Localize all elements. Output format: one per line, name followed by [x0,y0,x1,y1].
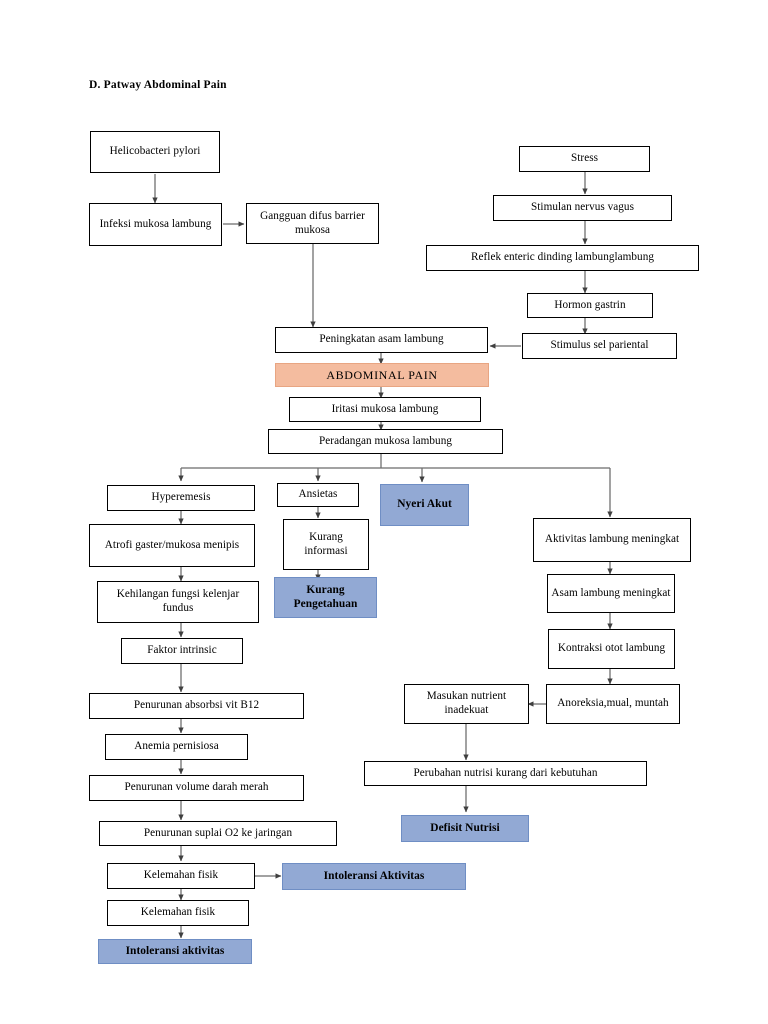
node-peradangan-mukosa-lambung[interactable]: Peradangan mukosa lambung [268,429,503,454]
node-stress[interactable]: Stress [519,146,650,172]
node-kelemahan-fisik-2[interactable]: Kelemahan fisik [107,900,249,926]
node-penurunan-volume-darah-merah[interactable]: Penurunan volume darah merah [89,775,304,801]
node-hormon-gastrin[interactable]: Hormon gastrin [527,293,653,318]
node-aktivitas-lambung-meningkat[interactable]: Aktivitas lambung meningkat [533,518,691,562]
node-kelemahan-fisik-1[interactable]: Kelemahan fisik [107,863,255,889]
diagnosis-defisit-nutrisi[interactable]: Defisit Nutrisi [401,815,529,842]
node-stimulan-nervus-vagus[interactable]: Stimulan nervus vagus [493,195,672,221]
node-stimulus-sel-pariental[interactable]: Stimulus sel pariental [522,333,677,359]
diagnosis-nyeri-akut[interactable]: Nyeri Akut [380,484,469,526]
node-reflek-enteric-dinding-lambung[interactable]: Reflek enteric dinding lambunglambung [426,245,699,271]
node-asam-lambung-meningkat[interactable]: Asam lambung meningkat [547,574,675,613]
node-infeksi-mukosa-lambung[interactable]: Infeksi mukosa lambung [89,203,222,246]
diagnosis-kurang-pengetahuan[interactable]: Kurang Pengetahuan [274,577,377,618]
node-gangguan-difus-barrier-mukosa[interactable]: Gangguan difus barrier mukosa [246,203,379,244]
node-faktor-intrinsic[interactable]: Faktor intrinsic [121,638,243,664]
node-anemia-pernisiosa[interactable]: Anemia pernisiosa [105,734,248,760]
node-helicobacteri-pylori[interactable]: Helicobacteri pylori [90,131,220,173]
node-iritasi-mukosa-lambung[interactable]: Iritasi mukosa lambung [289,397,481,422]
diagnosis-intoleransi-aktivitas-right[interactable]: Intoleransi Aktivitas [282,863,466,890]
diagnosis-intoleransi-aktivitas-bottom[interactable]: Intoleransi aktivitas [98,939,252,964]
node-penurunan-suplai-o2[interactable]: Penurunan suplai O2 ke jaringan [99,821,337,846]
node-kehilangan-fungsi-kelenjar-fundus[interactable]: Kehilangan fungsi kelenjar fundus [97,581,259,623]
node-kontraksi-otot-lambung[interactable]: Kontraksi otot lambung [548,629,675,669]
node-anoreksia-mual-muntah[interactable]: Anoreksia,mual, muntah [546,684,680,724]
node-peningkatan-asam-lambung[interactable]: Peningkatan asam lambung [275,327,488,353]
node-hyperemesis[interactable]: Hyperemesis [107,485,255,511]
node-perubahan-nutrisi[interactable]: Perubahan nutrisi kurang dari kebutuhan [364,761,647,786]
page-title: D. Patway Abdominal Pain [89,79,227,91]
node-ansietas[interactable]: Ansietas [277,483,359,507]
node-masukan-nutrient-inadekuat[interactable]: Masukan nutrient inadekuat [404,684,529,724]
node-abdominal-pain[interactable]: ABDOMINAL PAIN [275,363,489,387]
node-atrofi-gaster-mukosa-menipis[interactable]: Atrofi gaster/mukosa menipis [89,524,255,567]
node-penurunan-absorbsi-vit-b12[interactable]: Penurunan absorbsi vit B12 [89,693,304,719]
node-kurang-informasi[interactable]: Kurang informasi [283,519,369,570]
